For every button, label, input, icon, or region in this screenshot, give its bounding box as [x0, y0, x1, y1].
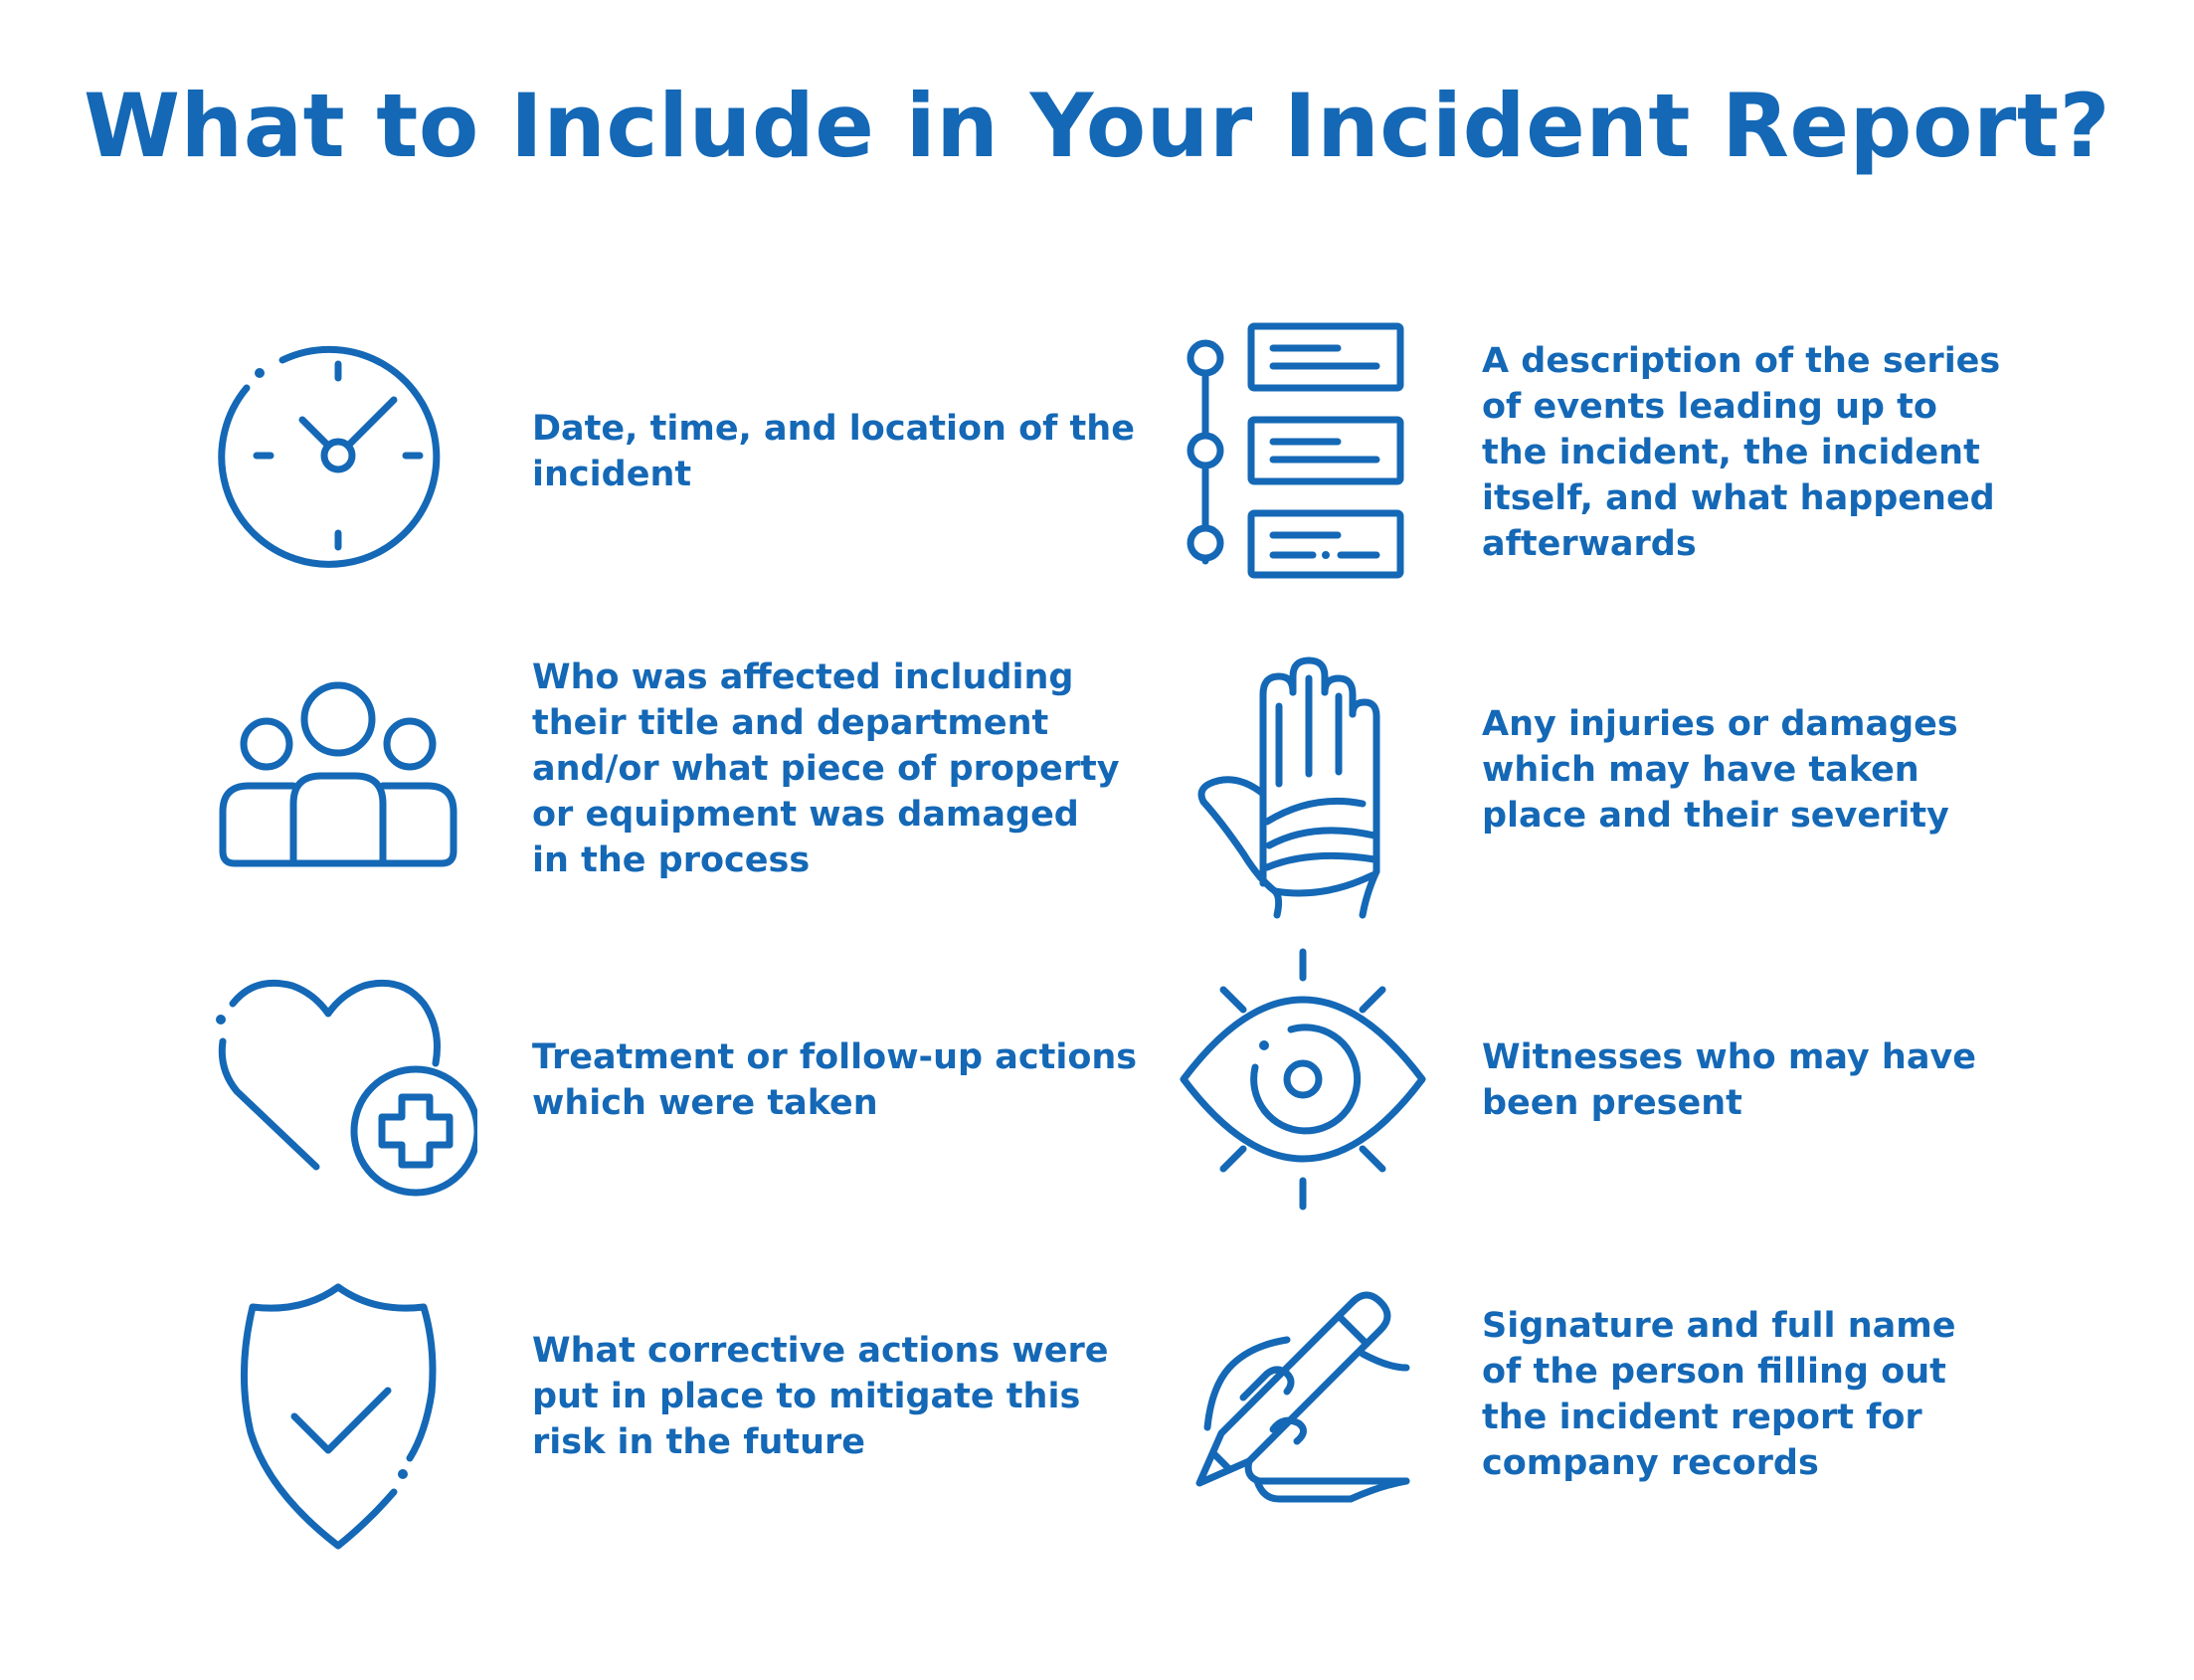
- item-text-injuries-damages: Any injuries or damages which may have t…: [1482, 704, 1958, 836]
- clock-icon: [199, 316, 477, 595]
- heart-medical-plus-icon: [199, 960, 477, 1238]
- timeline-list-icon: [1164, 316, 1442, 595]
- item-text-signature-full-name: Signature and full name of the person fi…: [1482, 1306, 1956, 1483]
- item-text-who-was-affected: Who was affected including their title a…: [532, 657, 1120, 880]
- people-group-icon: [199, 654, 477, 933]
- page-title: What to Include in Your Incident Report?: [83, 75, 2111, 177]
- eye-icon: [1164, 940, 1442, 1218]
- item-text-witnesses: Witnesses who may have been present: [1482, 1037, 1976, 1123]
- item-text-series-of-events: A description of the series of events le…: [1482, 341, 2001, 564]
- item-text-date-time-location: Date, time, and location of the incident: [532, 409, 1135, 494]
- hand-pen-signature-icon: [1164, 1278, 1442, 1557]
- injured-hand-icon: [1164, 654, 1442, 933]
- item-text-treatment-actions: Treatment or follow-up actions which wer…: [532, 1037, 1138, 1123]
- item-text-corrective-actions: What corrective actions were put in plac…: [532, 1331, 1109, 1462]
- shield-check-icon: [199, 1283, 477, 1562]
